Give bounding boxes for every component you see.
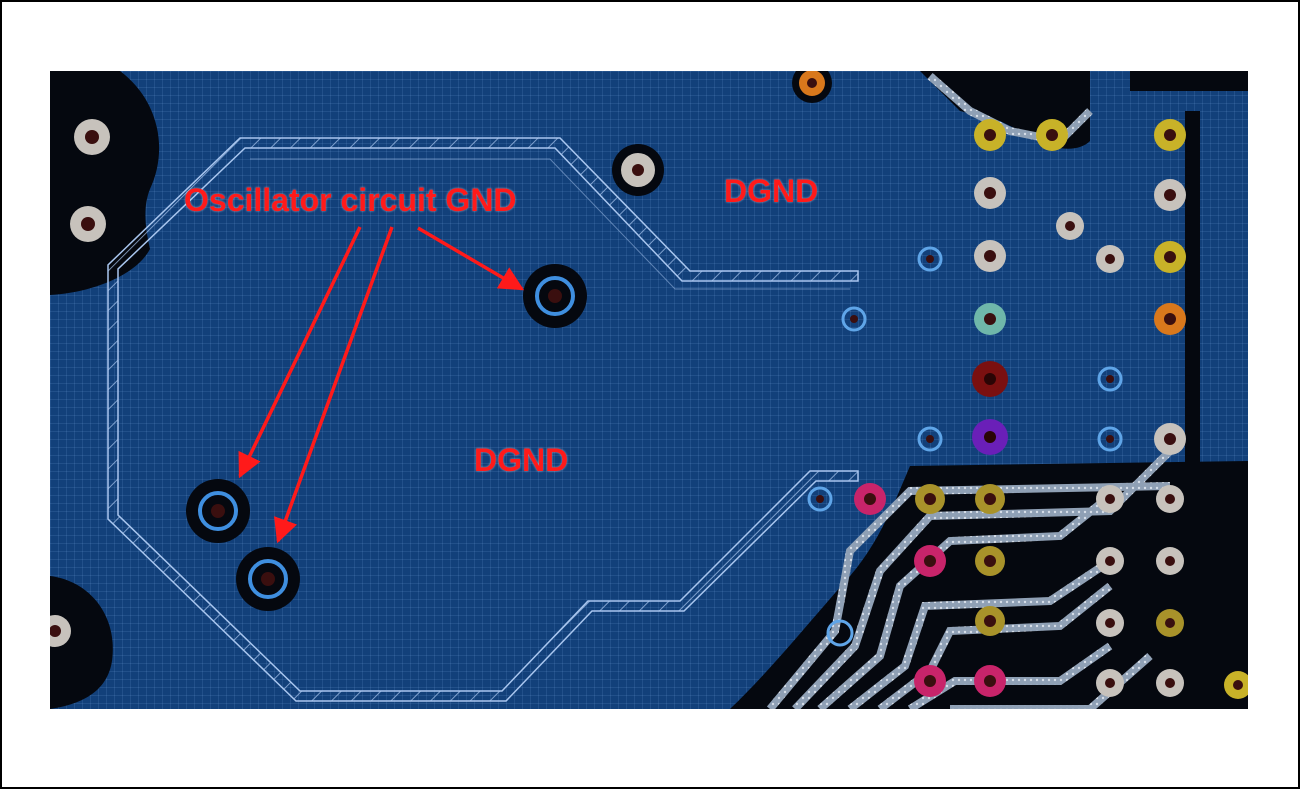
oscillator-gnd-via-2 <box>186 479 250 543</box>
arrow-to-via-2 <box>238 226 362 479</box>
oscillator-ground-outline <box>107 137 859 702</box>
via-array <box>612 71 1248 699</box>
arrow-to-via-3 <box>274 226 394 544</box>
left-copper-void <box>50 71 160 709</box>
pcb-layout-view: Oscillator circuit GND DGND DGND <box>50 71 1248 709</box>
oscillator-gnd-label: Oscillator circuit GND <box>184 182 517 218</box>
annotation-arrows <box>238 226 525 544</box>
dgnd-label-bottom: DGND <box>474 442 569 478</box>
oscillator-gnd-via-1 <box>523 264 587 328</box>
pcb-artwork <box>50 71 1248 709</box>
oscillator-gnd-vias <box>186 264 587 611</box>
arrow-to-via-1 <box>417 226 525 291</box>
oscillator-gnd-via-3 <box>236 547 300 611</box>
dgnd-label-top: DGND <box>724 173 819 209</box>
